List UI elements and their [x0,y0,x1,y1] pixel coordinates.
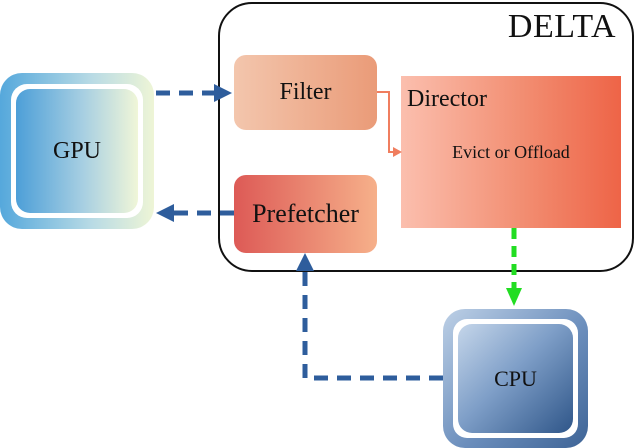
arrowhead-icon [156,204,174,222]
director-label: Director [407,86,487,112]
edge-cpu-to-prefetcher [296,253,443,381]
gpu-chip: GPU [0,73,154,229]
gpu-label: GPU [16,89,138,213]
director-block: Director Evict or Offload [401,76,621,228]
edge-gpu-to-filter [156,84,232,102]
edge-director-to-cpu [506,228,522,306]
delta-title: DELTA [507,8,616,45]
arrowhead-icon [506,288,522,306]
edge-prefetcher-to-gpu [156,204,234,222]
director-action-label: Evict or Offload [452,142,570,162]
arrowhead-icon [296,253,314,271]
edge-filter-to-director [377,91,402,157]
cpu-label: CPU [458,324,573,433]
prefetcher-block: Prefetcher [234,175,377,253]
arrowhead-icon [214,84,232,102]
filter-block: Filter [234,55,377,130]
cpu-chip: CPU [443,309,588,448]
arrowhead-icon [393,147,402,157]
